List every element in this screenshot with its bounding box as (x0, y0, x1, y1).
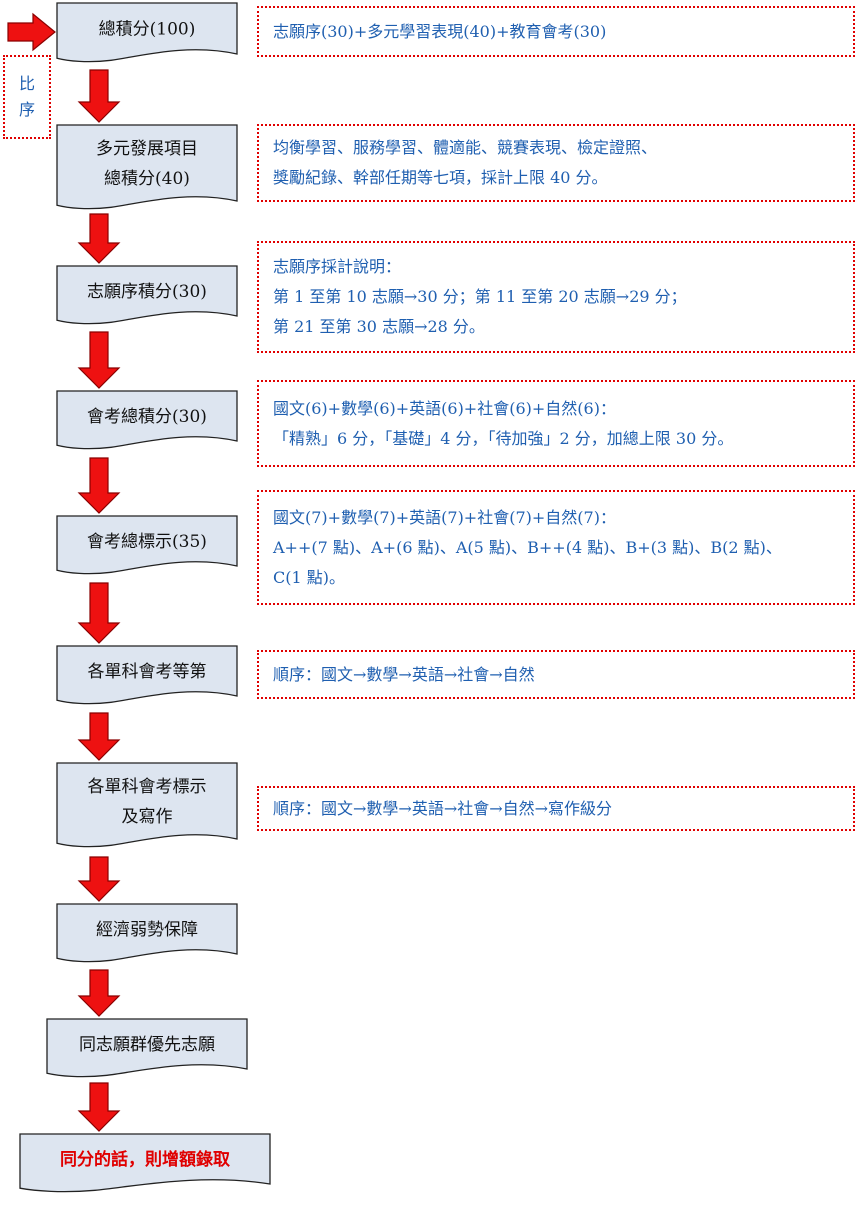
down-arrow-icon-3 (77, 331, 121, 389)
note-total: 志願序(30)+多元學習表現(40)+教育會考(30) (257, 6, 855, 57)
step-shape-tie (19, 1133, 271, 1193)
step-label-subject-mark-2: 及寫作 (122, 807, 173, 827)
step-box-total: 總積分(100) (56, 2, 238, 63)
step-box-preference: 志願序積分(30) (56, 265, 238, 325)
step-shape-exam-score (56, 390, 238, 450)
note-line-exam-mark-3: C(1 點)。 (273, 567, 345, 587)
step-box-economic: 經濟弱勢保障 (56, 903, 238, 963)
down-arrow-icon-5 (77, 582, 121, 644)
step-shape-exam-mark (56, 515, 238, 575)
note-preference: 志願序採計說明： 第 1 至第 10 志願→30 分；第 11 至第 20 志願→… (257, 241, 855, 353)
down-arrow-icon-9 (77, 1082, 121, 1132)
down-arrow-icon-1 (77, 69, 121, 123)
step-label-economic-1: 經濟弱勢保障 (96, 920, 198, 940)
note-line-exam-score-1: 國文(6)+數學(6)+英語(6)+社會(6)+自然(6)： (273, 398, 616, 418)
step-box-tie: 同分的話，則增額錄取 (19, 1133, 271, 1193)
rank-order-label: 比 序 (3, 55, 51, 139)
step-label-total-1: 總積分(100) (99, 20, 196, 40)
note-line-exam-mark-1: 國文(7)+數學(7)+英語(7)+社會(7)+自然(7)： (273, 507, 616, 527)
rank-order-char-2: 序 (18, 100, 35, 119)
step-shape-preference (56, 265, 238, 325)
note-line-preference-2: 第 1 至第 10 志願→30 分；第 11 至第 20 志願→29 分； (273, 287, 687, 306)
note-line-subject-mark-1: 順序：國文→數學→英語→社會→自然→寫作級分 (273, 798, 613, 818)
step-box-exam-score: 會考總積分(30) (56, 390, 238, 450)
note-line-exam-mark-2: A++(7 點)、A+(6 點)、A(5 點)、B++(4 點)、B+(3 點)… (273, 537, 782, 557)
note-line-preference-3: 第 21 至第 30 志願→28 分。 (273, 317, 485, 336)
right-arrow-icon (7, 12, 56, 52)
step-label-same-group-1: 同志願群優先志願 (79, 1035, 215, 1055)
down-arrow-icon-6 (77, 712, 121, 761)
step-shape-diverse (56, 124, 238, 210)
note-exam-mark: 國文(7)+數學(7)+英語(7)+社會(7)+自然(7)： A++(7 點)、A… (257, 490, 855, 605)
note-line-total-1: 志願序(30)+多元學習表現(40)+教育會考(30) (273, 21, 607, 41)
step-label-subject-mark-1: 各單科會考標示 (88, 777, 207, 797)
down-arrow-icon-7 (77, 856, 121, 902)
down-arrow-icon-2 (77, 213, 121, 264)
step-label-diverse-2: 總積分(40) (104, 169, 190, 189)
step-shape-subject-mark (56, 762, 238, 848)
note-subject-mark: 順序：國文→數學→英語→社會→自然→寫作級分 (257, 786, 855, 831)
note-line-exam-score-2: 「精熟」6 分，「基礎」4 分，「待加強」2 分，加總上限 30 分。 (273, 428, 734, 448)
step-shape-same-group (46, 1018, 248, 1078)
step-box-subject-grade: 各單科會考等第 (56, 645, 238, 705)
step-box-same-group: 同志願群優先志願 (46, 1018, 248, 1078)
note-line-preference-1: 志願序採計說明： (273, 257, 402, 276)
step-label-tie-1: 同分的話，則增額錄取 (60, 1149, 230, 1170)
step-label-diverse-1: 多元發展項目 (96, 139, 198, 159)
rank-order-char-1: 比 (18, 74, 35, 93)
step-label-exam-score-1: 會考總積分(30) (87, 407, 207, 427)
step-label-subject-grade-1: 各單科會考等第 (88, 662, 207, 682)
note-diverse: 均衡學習、服務學習、體適能、競賽表現、檢定證照、獎勵紀錄、幹部任期等七項，採計上… (257, 124, 855, 202)
step-shape-economic (56, 903, 238, 963)
down-arrow-icon-4 (77, 457, 121, 514)
note-exam-score: 國文(6)+數學(6)+英語(6)+社會(6)+自然(6)： 「精熟」6 分，「基… (257, 380, 855, 467)
down-arrow-icon-8 (77, 969, 121, 1017)
step-label-exam-mark-1: 會考總標示(35) (87, 532, 207, 552)
note-subject-grade: 順序：國文→數學→英語→社會→自然 (257, 650, 855, 699)
note-line-diverse-1: 均衡學習、服務學習、體適能、競賽表現、檢定證照、 (273, 138, 658, 157)
step-shape-subject-grade (56, 645, 238, 705)
step-box-exam-mark: 會考總標示(35) (56, 515, 238, 575)
step-shape-total (56, 2, 238, 63)
step-label-preference-1: 志願序積分(30) (87, 282, 207, 302)
note-line-subject-grade-1: 順序：國文→數學→英語→社會→自然 (273, 664, 535, 684)
note-line-diverse-2: 獎勵紀錄、幹部任期等七項，採計上限 40 分。 (273, 168, 608, 187)
